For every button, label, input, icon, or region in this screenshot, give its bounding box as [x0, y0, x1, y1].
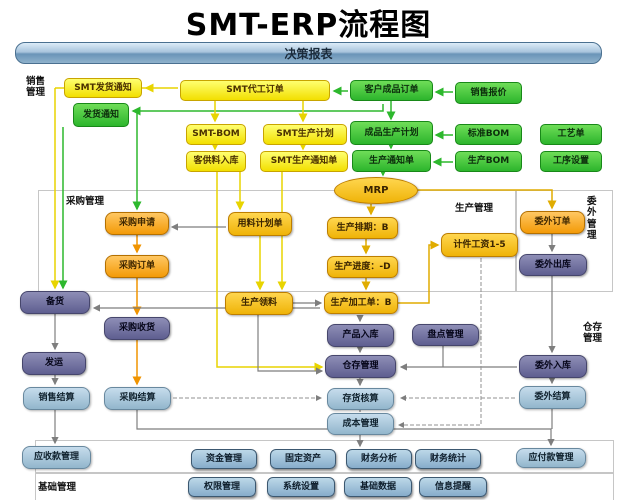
node-purchase-order: 采购订单 — [105, 255, 169, 278]
node-standard-bom: 标准BOM — [455, 124, 522, 145]
node-ap-mgmt: 应付款管理 — [516, 448, 586, 468]
node-piece-wage: 计件工资1-5 — [441, 233, 518, 257]
node-prod-picking: 生产领料 — [225, 292, 293, 315]
node-cost-mgmt: 成本管理 — [327, 413, 394, 435]
region-outsource-box — [515, 190, 613, 292]
node-smt-prod-notice: SMT生产通知单 — [260, 151, 348, 172]
node-smt-bom: SMT-BOM — [186, 124, 246, 145]
node-prod-notice: 生产通知单 — [352, 150, 431, 172]
region-label-purchase: 采购管理 — [66, 196, 105, 207]
node-sales-quote: 销售报价 — [455, 82, 522, 104]
node-customer-supply-in: 客供料入库 — [186, 151, 246, 172]
node-ship-notice: 发货通知 — [73, 103, 129, 127]
node-finished-prod-plan: 成品生产计划 — [350, 121, 433, 145]
node-perm-mgmt: 权限管理 — [188, 477, 256, 497]
node-customer-order: 客户成品订单 — [350, 80, 433, 101]
node-outsource-in: 委外入库 — [519, 355, 587, 378]
node-smt-prod-plan: SMT生产计划 — [263, 124, 347, 145]
node-prod-work-order: 生产加工单：B — [324, 292, 398, 314]
node-fin-analysis: 财务分析 — [346, 449, 412, 469]
region-base-box — [35, 472, 614, 500]
node-prod-progress: 生产进度：-D — [327, 256, 398, 278]
node-fin-stats: 财务统计 — [415, 449, 481, 469]
node-stocktake: 盘点管理 — [412, 324, 479, 346]
node-base-data: 基础数据 — [344, 477, 412, 497]
node-inventory-account: 存货核算 — [327, 388, 394, 410]
node-mrp: MRP — [334, 177, 418, 204]
node-outsource-out: 委外出库 — [519, 254, 587, 276]
node-fixed-assets: 固定资产 — [270, 449, 336, 469]
region-label-outsource: 委外管理 — [587, 196, 597, 242]
node-purchase-receive: 采购收货 — [104, 317, 170, 340]
node-outsource-settle: 委外结算 — [519, 386, 586, 409]
node-product-in: 产品入库 — [327, 324, 394, 347]
region-label-warehouse: 仓存管理 — [583, 322, 603, 345]
node-shipping: 发运 — [22, 352, 86, 375]
node-material-plan: 用料计划单 — [228, 212, 292, 236]
node-fund-mgmt: 资金管理 — [191, 449, 257, 469]
node-ar-mgmt: 应收款管理 — [22, 446, 91, 469]
node-prod-bom: 生产BOM — [455, 151, 522, 172]
node-smt-oem-order: SMT代工订单 — [180, 80, 330, 101]
region-label-sales: 销售管理 — [26, 76, 46, 99]
decision-report-banner: 决策报表 — [15, 42, 602, 64]
node-sales-settle: 销售结算 — [23, 387, 90, 410]
node-purchase-request: 采购申请 — [105, 212, 169, 235]
node-outsource-order: 委外订单 — [520, 211, 585, 234]
node-smt-ship-notice: SMT发货通知 — [64, 78, 142, 98]
node-stock-prep: 备货 — [20, 291, 90, 314]
node-sys-settings: 系统设置 — [267, 477, 335, 497]
node-info-remind: 信息提醒 — [419, 477, 487, 497]
page-title: SMT-ERP流程图 — [185, 8, 432, 43]
node-craft-sheet: 工艺单 — [540, 124, 602, 145]
node-process-settings: 工序设置 — [540, 151, 602, 172]
node-warehouse-mgmt: 仓存管理 — [325, 355, 396, 378]
region-label-production: 生产管理 — [455, 203, 494, 214]
node-prod-schedule: 生产排期：B — [327, 217, 398, 239]
node-purchase-settle: 采购结算 — [104, 387, 171, 410]
region-label-base: 基础管理 — [38, 482, 77, 493]
